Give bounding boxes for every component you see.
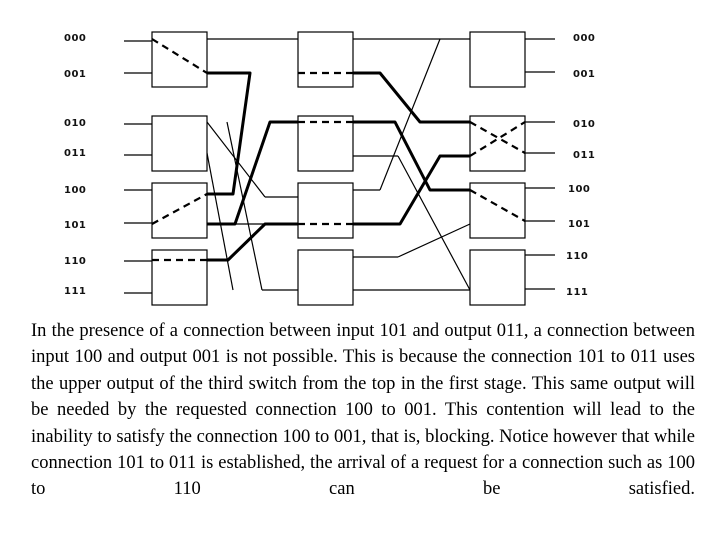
switch-s1-2 xyxy=(151,115,208,172)
input-labels: 000 001 010 011 100 101 110 111 xyxy=(64,33,86,297)
switching-network-diagram: 000 001 010 011 100 101 110 111 000 001 … xyxy=(64,31,595,306)
input-label-101: 101 xyxy=(64,220,86,231)
switch-s1-3 xyxy=(151,182,208,239)
link-s2-4 xyxy=(379,38,441,191)
input-label-110: 110 xyxy=(64,256,86,267)
thin-links xyxy=(206,38,471,291)
input-label-011: 011 xyxy=(64,148,86,159)
setting-s1-3-cross xyxy=(151,193,208,225)
path-110-stage1 xyxy=(207,222,298,262)
output-labels: 000 001 010 011 100 101 110 111 xyxy=(566,33,595,298)
input-label-010: 010 xyxy=(64,118,86,129)
input-label-001: 001 xyxy=(64,69,86,80)
output-label-100: 100 xyxy=(568,184,590,195)
output-label-011: 011 xyxy=(573,150,595,161)
input-label-111: 111 xyxy=(64,286,86,297)
link-s1-3b xyxy=(226,121,263,291)
path-101-stage2 xyxy=(353,154,470,226)
input-label-100: 100 xyxy=(64,185,86,196)
output-label-010: 010 xyxy=(573,119,595,130)
setting-s3-2-cross-a xyxy=(469,121,526,154)
figure-caption: In the presence of a connection between … xyxy=(31,321,695,500)
switch-settings xyxy=(151,38,526,262)
switch-s2-2 xyxy=(297,115,354,172)
switch-s1-4 xyxy=(151,249,208,306)
link-s1-2 xyxy=(206,121,266,198)
port-stubs xyxy=(124,38,555,294)
path-011-stage2 xyxy=(353,120,470,192)
link-s2-3 xyxy=(397,155,471,291)
switch-s3-1 xyxy=(469,31,526,88)
path-101-to-011-stage1 xyxy=(207,120,298,226)
switch-s3-2 xyxy=(469,115,526,172)
path-001-stage2 xyxy=(353,71,470,124)
output-label-110: 110 xyxy=(566,251,588,262)
switch-s3-4 xyxy=(469,249,526,306)
output-label-111: 111 xyxy=(566,287,588,298)
link-s1-3 xyxy=(206,152,234,291)
switch-s1-1 xyxy=(151,31,208,88)
link-s2-6 xyxy=(397,223,471,258)
thick-paths xyxy=(207,71,470,262)
switch-s2-4 xyxy=(297,249,354,306)
output-label-000: 000 xyxy=(573,33,595,44)
switch-s3-3 xyxy=(469,182,526,239)
switch-s2-1 xyxy=(297,31,354,88)
output-label-001: 001 xyxy=(573,69,595,80)
output-label-101: 101 xyxy=(568,219,590,230)
setting-s1-1-cross xyxy=(151,38,208,74)
path-100-to-001-attempt xyxy=(207,71,252,196)
switch-s2-3 xyxy=(297,182,354,239)
setting-s3-2-cross-b xyxy=(469,121,526,157)
setting-s3-3-cross xyxy=(469,189,526,222)
switch-boxes xyxy=(151,31,526,306)
input-label-000: 000 xyxy=(64,33,86,44)
